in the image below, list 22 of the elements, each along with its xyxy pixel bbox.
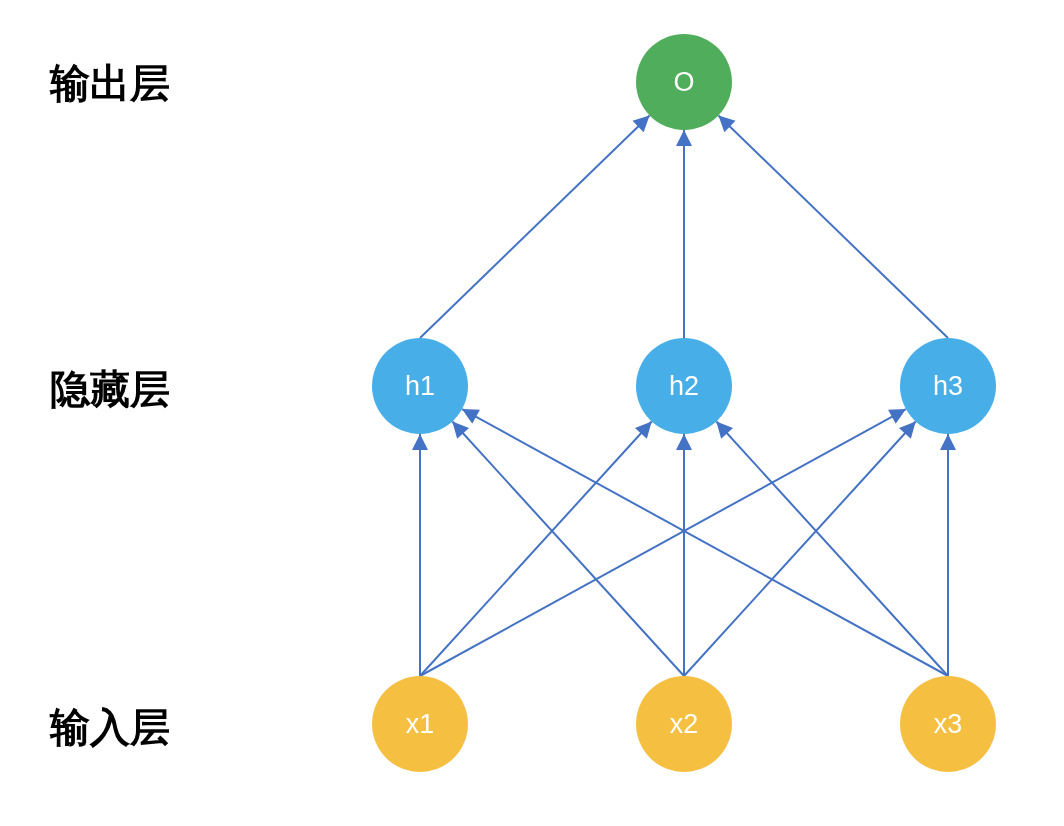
layer-label: 输入层 (50, 703, 170, 752)
arrow (683, 420, 917, 677)
neuron-circle: x2 (636, 676, 732, 772)
arrow (451, 420, 685, 677)
neuron-circle: h1 (372, 338, 468, 434)
arrow (419, 408, 907, 677)
neuron-circle: x1 (372, 676, 468, 772)
arrow (715, 420, 949, 677)
arrow (419, 114, 651, 339)
layer-label: 输出层 (50, 59, 170, 108)
layer-label: 隐藏层 (50, 365, 170, 414)
neuron-circle: x3 (900, 676, 996, 772)
arrow (461, 408, 949, 677)
arrow (419, 420, 653, 677)
arrow (676, 129, 692, 339)
arrow (676, 433, 692, 677)
neuron-circle: h2 (636, 338, 732, 434)
arrow (940, 433, 956, 677)
arrow (717, 114, 949, 339)
neuron-circle: h3 (900, 338, 996, 434)
neuron-circle: O (636, 34, 732, 130)
arrow (412, 433, 428, 677)
